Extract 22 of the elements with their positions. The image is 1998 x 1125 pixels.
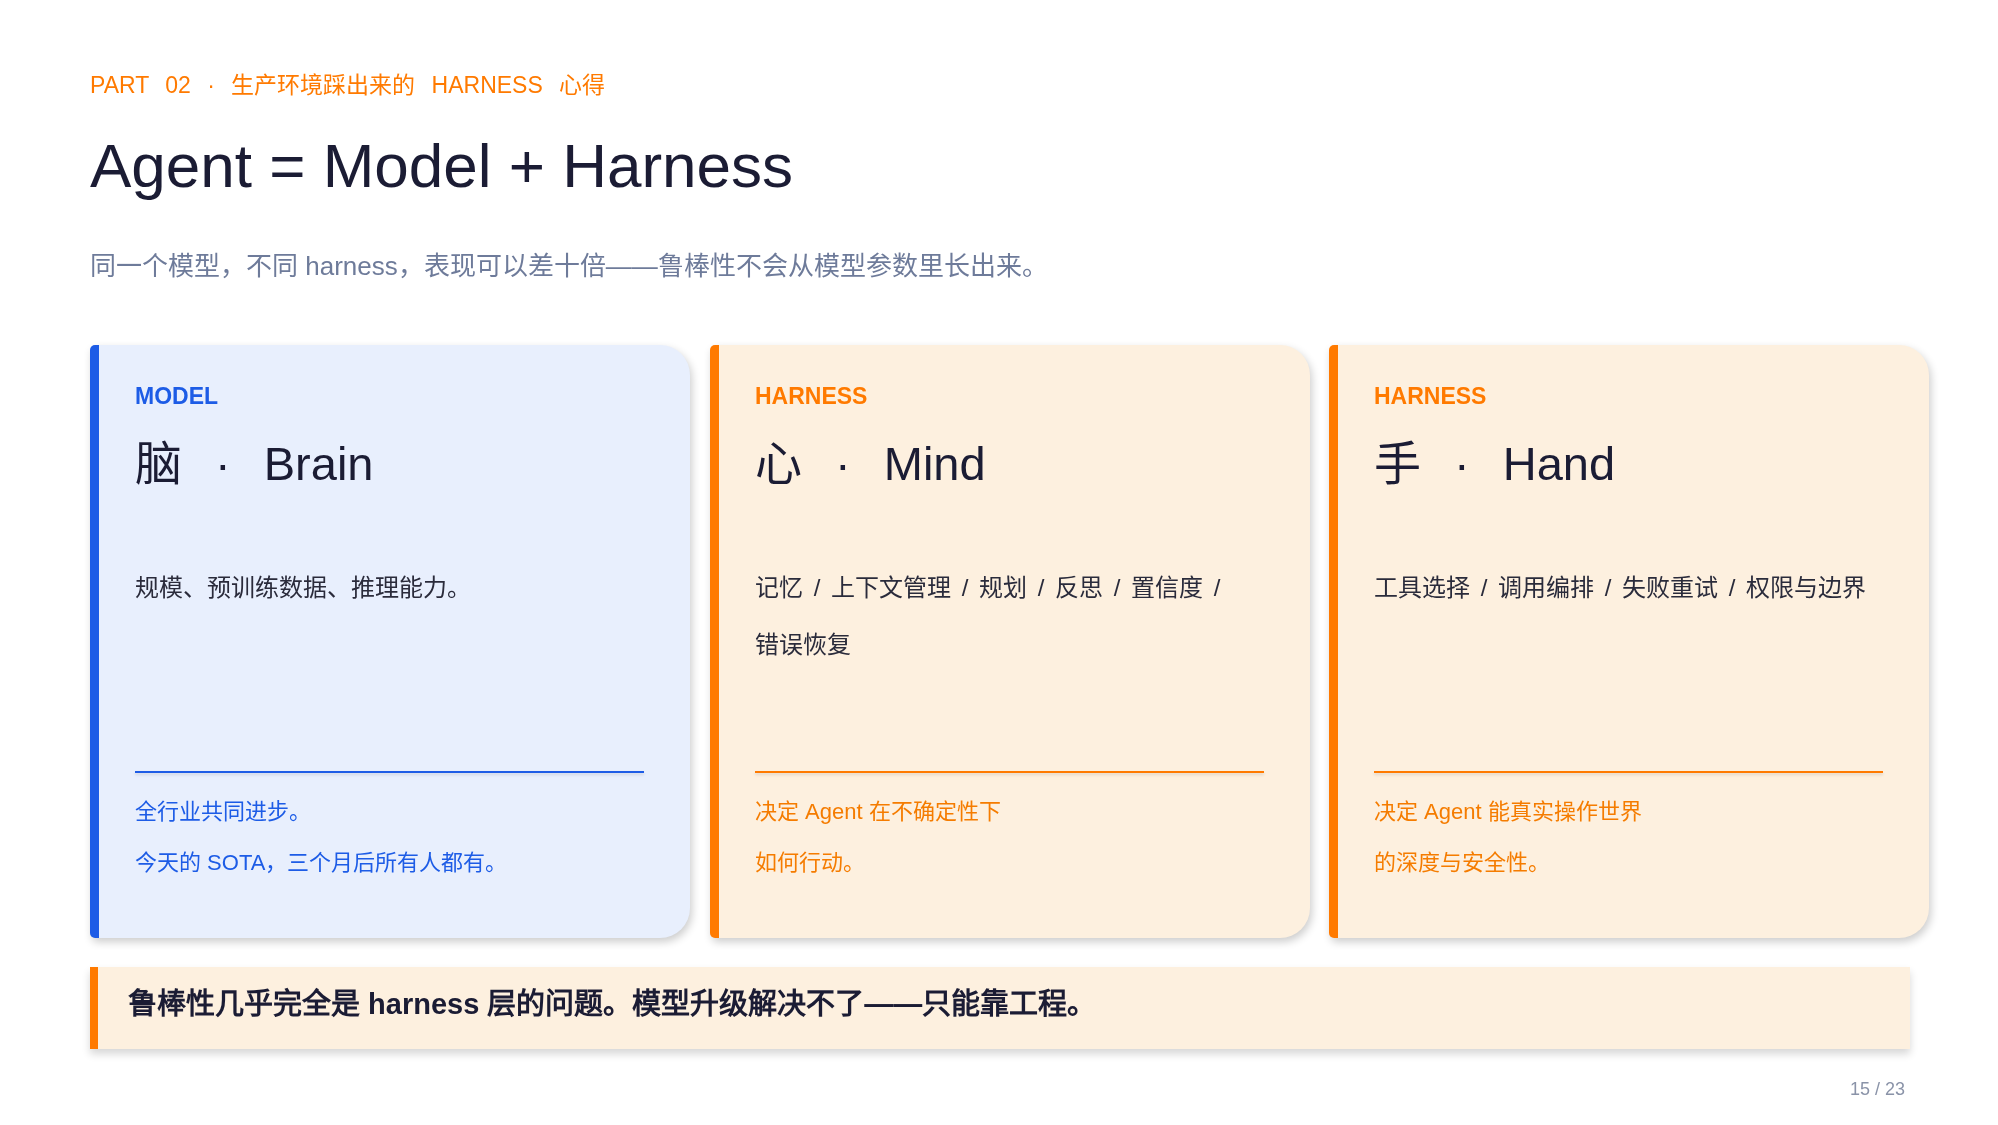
card-heading: 心 · Mind <box>755 436 986 492</box>
category-label: HARNESS <box>1374 383 1487 409</box>
section-kicker: PART 02 · 生产环境踩出来的 HARNESS 心得 <box>90 71 606 100</box>
card-body-text: 规模、预训练数据、推理能力。 <box>135 573 472 603</box>
banner-text: 鲁棒性几乎完全是 harness 层的问题。模型升级解决不了——只能靠工程。 <box>128 987 1097 1021</box>
page-number: 15 / 23 <box>1849 1078 1905 1101</box>
card <box>1329 345 1929 938</box>
category-label: HARNESS <box>755 383 868 409</box>
card <box>710 345 1310 938</box>
subtitle: 同一个模型，不同 harness，表现可以差十倍——鲁棒性不会从模型参数里长出来。 <box>90 250 1048 282</box>
card-body-text: 记忆 / 上下文管理 / 规划 / 反思 / 置信度 / 错误恢复 <box>755 573 1222 660</box>
card-note: 全行业共同进步。 <box>135 798 312 826</box>
card-note: 决定 Agent 在不确定性下如何行动。 <box>755 798 1002 877</box>
slide-title: Agent = Model + Harness <box>90 134 794 198</box>
card-heading: 脑 · Brain <box>135 436 374 492</box>
category-label: MODEL <box>135 383 219 409</box>
card-heading: 手 · Hand <box>1374 436 1616 492</box>
card-note: 决定 Agent 能真实操作世界的深度与安全性。 <box>1374 798 1643 877</box>
callout-banner <box>90 967 1910 1049</box>
card-body-text: 工具选择 / 调用编排 / 失败重试 / 权限与边界 <box>1374 573 1867 603</box>
card <box>90 345 690 938</box>
card-note: 今天的 SOTA，三个月后所有人都有。 <box>135 849 509 877</box>
